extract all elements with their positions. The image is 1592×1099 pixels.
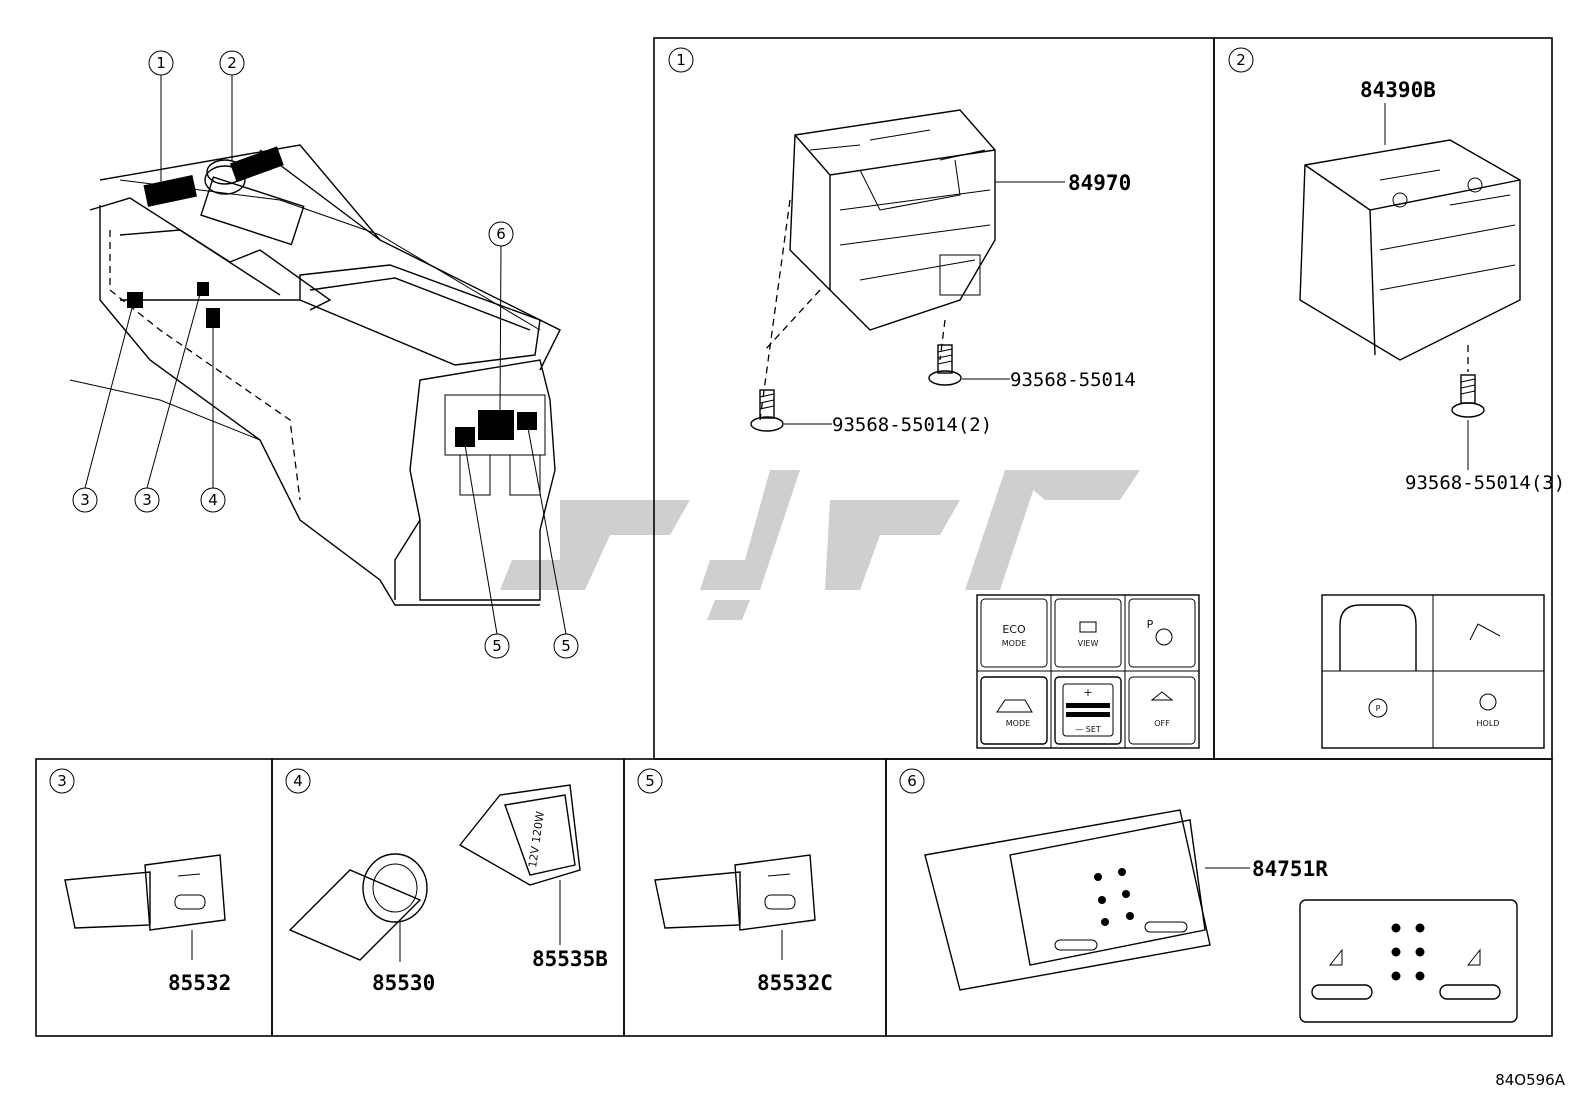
screw-icon [928,344,962,386]
panel-1-frame [653,37,1215,760]
svg-text:3: 3 [57,772,67,790]
callout-1: 1 [148,50,174,76]
callout-5b: 5 [553,633,579,659]
svg-text:4: 4 [293,772,303,790]
svg-text:P: P [1147,618,1154,631]
switch-face-inset: ECO MODE VIEW P MODE + — SET OFF [976,594,1200,749]
svg-text:ECO: ECO [1002,623,1026,636]
watermark-logo [500,470,1140,620]
panel-3-frame [35,758,273,1037]
part-85532C: 85532C [757,971,833,995]
panel-4: 4 85530 12V 120W 85535B [285,768,608,995]
camera-view-icon [1079,621,1097,633]
panel-2-frame [1213,37,1553,760]
vehicle-icon [996,699,1033,713]
svg-text:HOLD: HOLD [1477,719,1500,728]
svg-text:OFF: OFF [1154,719,1170,728]
console-overview [69,75,567,635]
part-85535B: 85535B [532,947,608,971]
svg-text:4: 4 [208,491,218,509]
incline-icon [1469,623,1501,641]
panel-6-frame [885,758,1553,1037]
svg-text:MODE: MODE [1006,719,1030,728]
svg-text:6: 6 [496,225,506,243]
cap-rating-text: 12V 120W [526,810,547,868]
seat-heater-left-button [1054,939,1098,951]
svg-text:3: 3 [142,491,152,509]
svg-text:1: 1 [156,54,166,72]
panel-3: 3 85532 [49,768,231,995]
panel-6: 6 84751R [899,768,1518,1023]
switch-face-inset: P HOLD [1321,594,1545,749]
svg-text:5: 5 [645,772,655,790]
callout-5a: 5 [484,633,510,659]
svg-text:MODE: MODE [1002,639,1026,648]
svg-text:6: 6 [907,772,917,790]
panel-5: 5 85532C [637,768,833,995]
svg-text:5: 5 [561,637,571,655]
screw-93568-55014-2: 93568-55014(2) [832,414,992,436]
seat-heat-icon [1328,948,1343,966]
svg-text:5: 5 [492,637,502,655]
heater-button-left [1311,984,1373,1000]
heater-button-right [1439,984,1501,1000]
callout-6: 6 [488,221,514,247]
callout-3a: 3 [72,487,98,513]
svg-text:2: 2 [227,54,237,72]
usb-c-port-icon [764,894,796,910]
part-84970: 84970 [1068,171,1131,195]
brake-hold-icon [1479,693,1497,711]
callout-2: 2 [219,50,245,76]
seat-heater-inset [1299,899,1518,1023]
panel-2: 2 84390B 93568-55014(3) P HOLD [1228,47,1565,749]
seat-heat-icon [1466,948,1481,966]
svg-text:P: P [1376,704,1381,713]
steering-wheel-icon [1155,628,1173,646]
screw-icon [1451,374,1485,418]
traction-control-icon [1150,691,1174,701]
svg-text:2: 2 [1236,51,1246,69]
screw-93568-55014: 93568-55014 [1010,369,1136,391]
svg-text:VIEW: VIEW [1078,639,1099,648]
callout-3b: 3 [134,487,160,513]
part-84751R: 84751R [1252,857,1328,881]
panel-5-frame [623,758,887,1037]
part-85530: 85530 [372,971,435,995]
panel-1: 1 84970 93568-55014 93568-55014(2) [668,47,1200,749]
svg-text:+: + [1083,686,1092,699]
footer-code: 84O596A [1495,1071,1566,1089]
seat-heater-right-button [1144,921,1188,933]
panel-1-index: 1 [676,51,686,69]
usb-c-port-icon [174,894,206,910]
parking-brake-icon [1368,698,1388,718]
part-85532: 85532 [168,971,231,995]
screw-icon [750,389,784,432]
callout-4: 4 [200,487,226,513]
part-84390B: 84390B [1360,78,1436,102]
screw-93568-55014-3: 93568-55014(3) [1405,472,1565,494]
svg-text:3: 3 [80,491,90,509]
charge-icon [177,873,201,877]
charge-icon [767,873,791,877]
svg-text:— SET: — SET [1075,725,1101,734]
